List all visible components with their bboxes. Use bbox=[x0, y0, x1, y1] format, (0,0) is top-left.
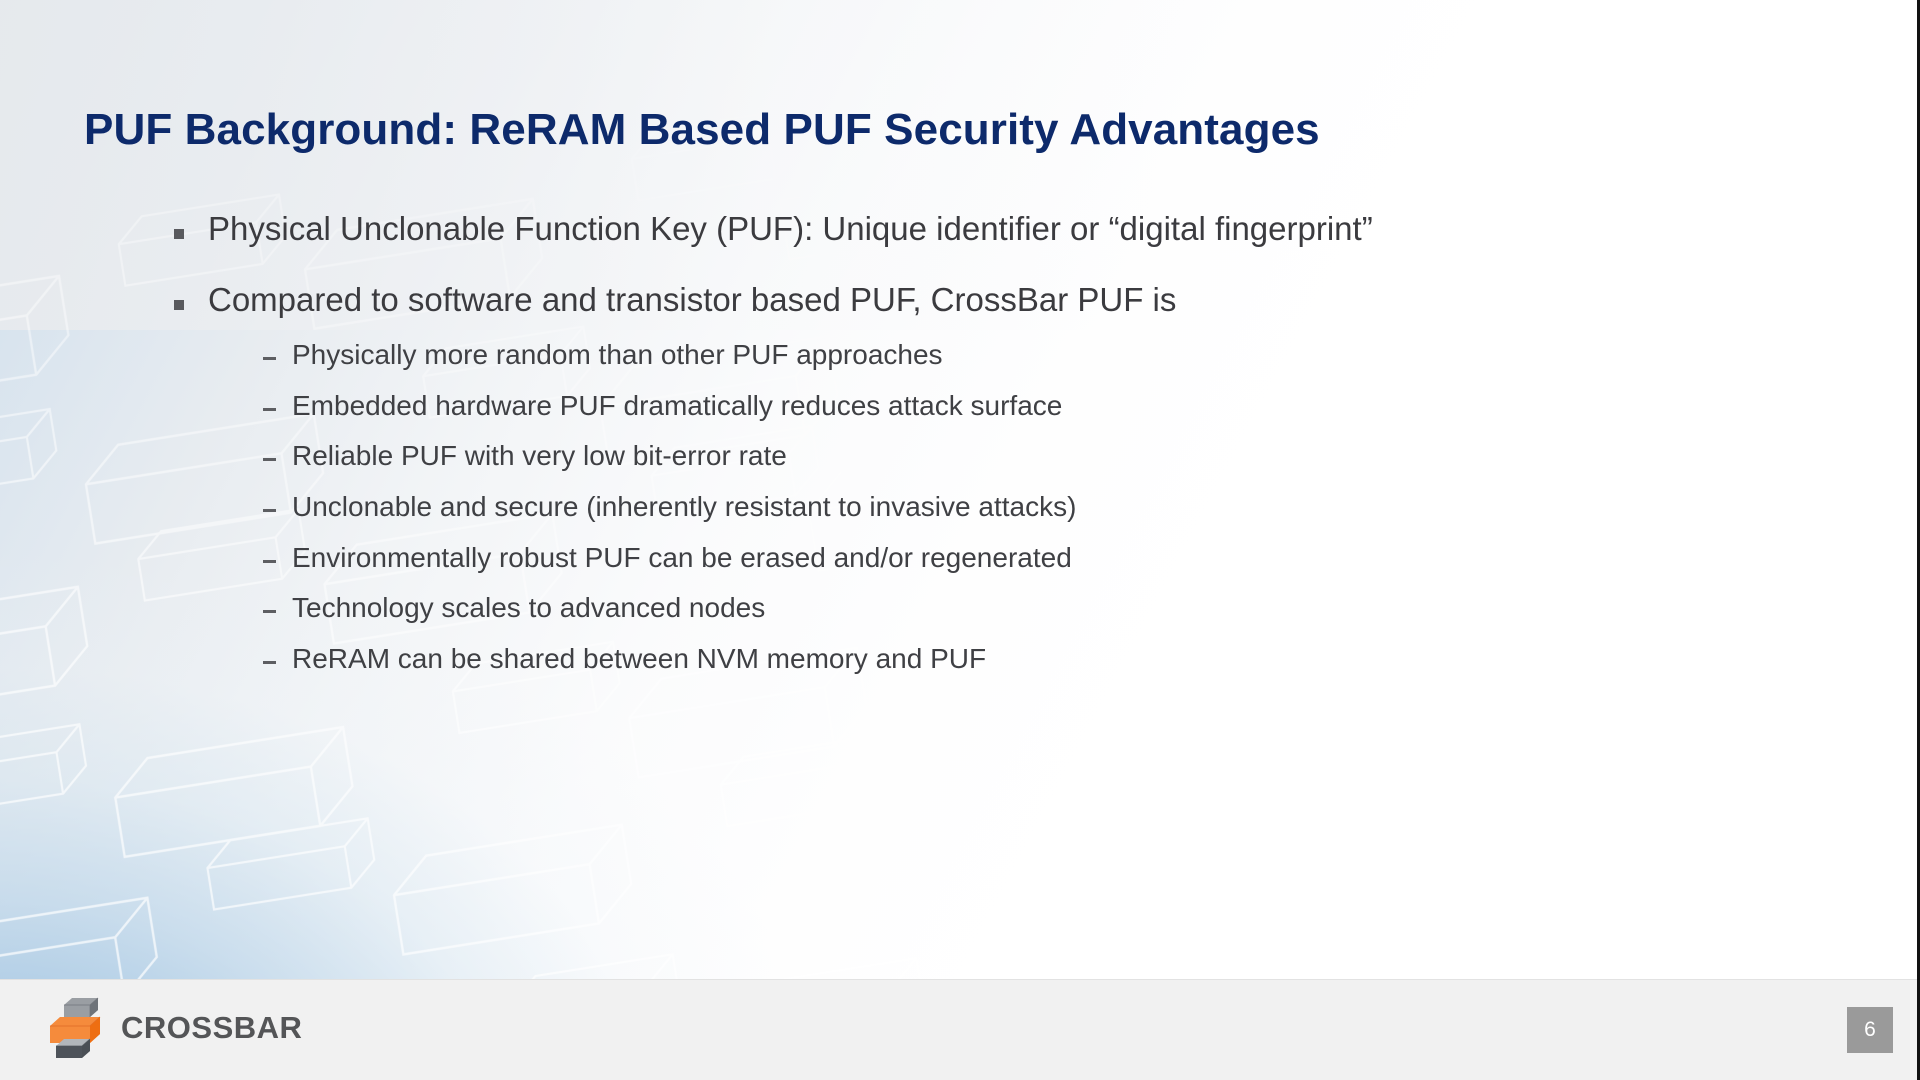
sub-list-item: Embedded hardware PUF dramatically reduc… bbox=[261, 389, 1870, 421]
sub-list-item-label: Reliable PUF with very low bit-error rat… bbox=[292, 440, 787, 472]
bullet-list: Physical Unclonable Function Key (PUF): … bbox=[170, 210, 1870, 674]
sub-list-item-label: Environmentally robust PUF can be erased… bbox=[292, 541, 1072, 573]
dash-bullet-icon bbox=[263, 508, 276, 512]
list-item-label: Physical Unclonable Function Key (PUF): … bbox=[208, 210, 1373, 247]
page-title: PUF Background: ReRAM Based PUF Security… bbox=[84, 105, 1320, 155]
sub-list-item-label: Physically more random than other PUF ap… bbox=[292, 338, 943, 370]
sub-bullet-list: Physically more random than other PUF ap… bbox=[261, 340, 1870, 674]
sub-list-item-label: ReRAM can be shared between NVM memory a… bbox=[292, 642, 987, 674]
sub-list-item: Physically more random than other PUF ap… bbox=[261, 340, 1870, 370]
slide-right-edge bbox=[1917, 0, 1920, 1080]
square-bullet-icon bbox=[174, 299, 184, 310]
dash-bullet-icon bbox=[263, 660, 276, 664]
square-bullet-icon bbox=[174, 229, 184, 239]
sub-list-item: Environmentally robust PUF can be erased… bbox=[261, 541, 1870, 573]
list-item: Physical Unclonable Function Key (PUF): … bbox=[170, 210, 1870, 247]
dash-bullet-icon bbox=[263, 458, 276, 462]
sub-list-item-label: Unclonable and secure (inherently resist… bbox=[292, 490, 1077, 522]
sub-list-item-label: Technology scales to advanced nodes bbox=[292, 592, 766, 624]
dash-bullet-icon bbox=[263, 407, 276, 411]
dash-bullet-icon bbox=[263, 610, 276, 614]
sub-list-item-label: Embedded hardware PUF dramatically reduc… bbox=[292, 389, 1063, 421]
list-item-label: Compared to software and transistor base… bbox=[208, 280, 1177, 318]
sub-list-item: Unclonable and secure (inherently resist… bbox=[261, 492, 1870, 522]
crossbar-logo-text: CROSSBAR bbox=[121, 1010, 303, 1045]
sub-list-item: Technology scales to advanced nodes bbox=[261, 593, 1870, 623]
dash-bullet-icon bbox=[263, 559, 276, 563]
slide-footer: CROSSBAR 6 bbox=[0, 979, 1920, 1080]
sub-list-item: Reliable PUF with very low bit-error rat… bbox=[261, 441, 1870, 471]
dash-bullet-icon bbox=[263, 356, 276, 360]
crossbar-logo-mark bbox=[50, 997, 101, 1058]
list-item: Compared to software and transistor base… bbox=[170, 280, 1870, 674]
crossbar-logo: CROSSBAR bbox=[50, 992, 302, 1064]
sub-list-item: ReRAM can be shared between NVM memory a… bbox=[261, 644, 1870, 674]
page-number-badge: 6 bbox=[1847, 1007, 1893, 1053]
